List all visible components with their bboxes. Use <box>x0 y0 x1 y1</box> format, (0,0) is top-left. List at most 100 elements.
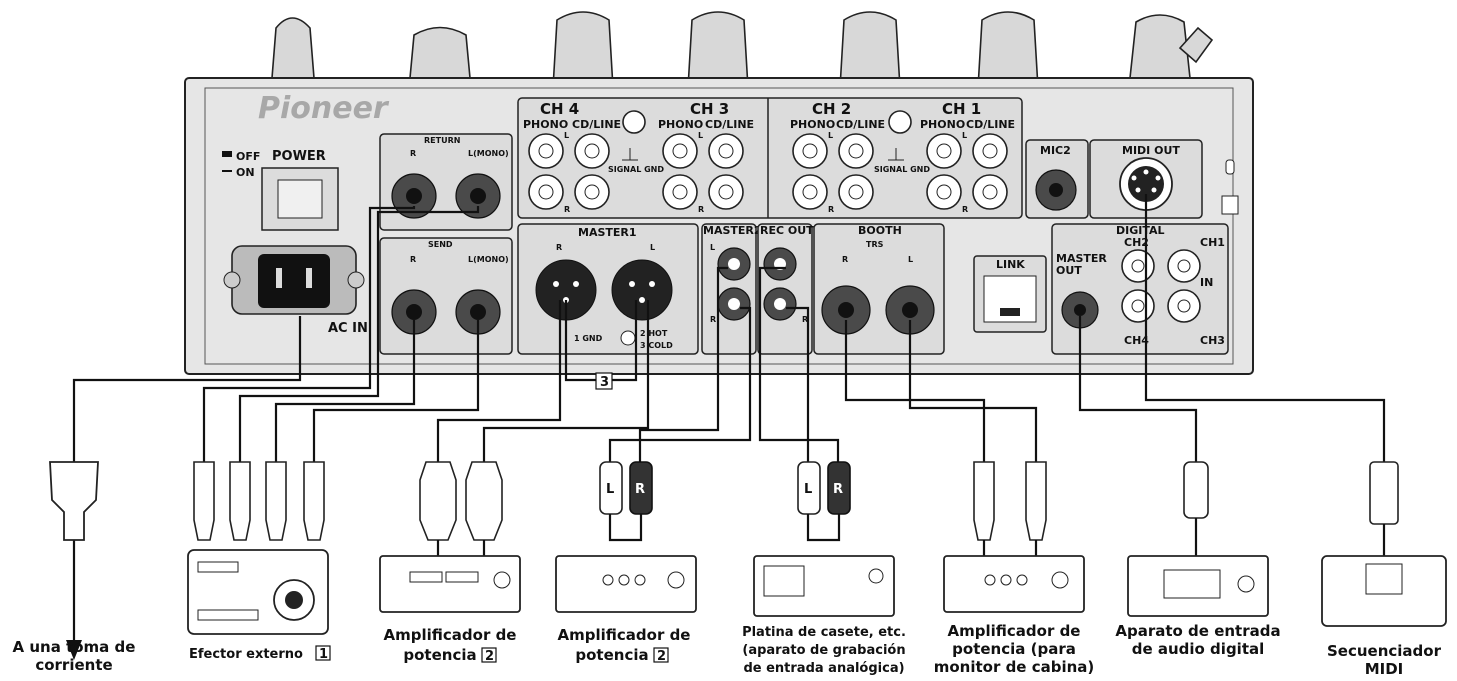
plug-l-amp2: L <box>606 482 614 497</box>
send-r-label: R <box>410 255 416 264</box>
ch1-phono-label: PHONO <box>920 118 965 131</box>
mic-midi-block: MIC2 MIDI OUT <box>1025 139 1239 219</box>
amp3-label-3: monitor de cabina) <box>934 658 1095 676</box>
link-port-block: LINK <box>973 255 1047 333</box>
digital-ch2-label: CH2 <box>1124 236 1149 249</box>
send-l-label: L(MONO) <box>468 255 509 264</box>
return-l-label: L(MONO) <box>468 149 509 158</box>
power-on-label: ON <box>236 166 255 179</box>
power-title: POWER <box>272 149 326 164</box>
ch2-label: CH 2 <box>812 100 851 118</box>
ch4-l-label: L <box>564 131 569 140</box>
digital-in-label: IN <box>1200 276 1213 289</box>
amp1-device <box>379 555 521 613</box>
digital-ch3-label: CH3 <box>1200 334 1225 347</box>
sequencer-label-1: Secuenciador <box>1327 642 1442 660</box>
kensington-lock-icon <box>1221 195 1239 215</box>
plug-l-cassette: L <box>804 482 812 497</box>
rec-out-r-label: R <box>802 315 808 324</box>
top-knobs <box>271 11 1214 89</box>
plug-r-cassette: R <box>833 482 843 497</box>
master-out-label-2: OUT <box>1056 264 1082 277</box>
devices <box>187 514 1447 635</box>
ch2-cdline-label: CD/LINE <box>836 118 885 131</box>
booth-label: BOOTH <box>858 224 902 237</box>
amp1-label-1: Amplificador de <box>384 626 517 644</box>
digital-in-label-2: de audio digital <box>1132 640 1265 658</box>
ch3-cdline-label: CD/LINE <box>705 118 754 131</box>
return-send-block: RETURN R L(MONO) SEND R L(MONO) <box>379 133 513 355</box>
outlet-label-2: corriente <box>35 656 112 674</box>
send-title: SEND <box>428 240 453 249</box>
ch1-l-label: L <box>962 131 967 140</box>
amp1-label-2: potencia <box>403 646 476 664</box>
ch4-ch3-gnd-screw <box>622 110 646 134</box>
ch4-r-label: R <box>564 205 570 214</box>
master1-label: MASTER1 <box>578 226 637 239</box>
power-switch-area: OFF ON POWER <box>222 149 339 231</box>
xlr-hot-label: 2 HOT <box>640 329 668 338</box>
sequencer-label-2: MIDI <box>1365 660 1404 678</box>
amp1-note: 2 <box>485 649 494 664</box>
ch1-label: CH 1 <box>942 100 981 118</box>
device-labels: A una toma de corriente Efector externo … <box>13 622 1442 678</box>
digital-ch4-label: CH4 <box>1124 334 1149 347</box>
cassette-label-1: Platina de casete, etc. <box>742 625 906 640</box>
ch2-l-label: L <box>828 131 833 140</box>
master2-l-label: L <box>710 243 715 252</box>
ch3-label: CH 3 <box>690 100 729 118</box>
plugs <box>49 461 1399 541</box>
ch2-phono-label: PHONO <box>790 118 835 131</box>
ch21-signal-gnd-label: SIGNAL GND <box>874 165 930 174</box>
amp3-device <box>943 555 1085 613</box>
cassette-label-2: (aparato de grabación <box>742 643 905 658</box>
master1-l-label: L <box>650 243 655 252</box>
ac-in-socket: AC IN <box>223 245 368 336</box>
master-out-label-1: MASTER <box>1056 252 1107 265</box>
booth-r-label: R <box>842 255 848 264</box>
effector-label: Efector externo <box>189 647 303 662</box>
ac-in-label: AC IN <box>328 321 368 336</box>
amp2-label-1: Amplificador de <box>558 626 691 644</box>
amp2-label-2: potencia <box>575 646 648 664</box>
midi-out-label: MIDI OUT <box>1122 144 1180 157</box>
ch4-label: CH 4 <box>540 100 579 118</box>
ch1-r-label: R <box>962 205 968 214</box>
amp3-label-1: Amplificador de <box>948 622 1081 640</box>
mic2-label: MIC2 <box>1040 144 1071 157</box>
cassette-label-3: de entrada analógica) <box>743 661 904 676</box>
note-3-label: 3 <box>600 375 609 390</box>
amp2-note: 2 <box>657 649 666 664</box>
note-3-box <box>595 372 613 390</box>
ch3-l-label: L <box>698 131 703 140</box>
plug-r-amp2: R <box>635 482 645 497</box>
master2-label: MASTER2 <box>703 224 762 237</box>
xlr-gnd-label: 1 GND <box>574 334 603 343</box>
xlr-cold-label: 3 COLD <box>640 341 673 350</box>
digital-label: DIGITAL <box>1116 224 1165 237</box>
ch3-r-label: R <box>698 205 704 214</box>
booth-trs-label: TRS <box>866 240 884 249</box>
amp3-label-2: potencia (para <box>952 640 1076 658</box>
ch4-phono-label: PHONO <box>523 118 568 131</box>
rec-out-label: REC OUT <box>760 224 814 237</box>
rca-jacks-channels <box>528 133 1008 210</box>
ch2-r-label: R <box>828 205 834 214</box>
ch4-cdline-label: CD/LINE <box>572 118 621 131</box>
digital-ch1-label: CH1 <box>1200 236 1225 249</box>
power-off-label: OFF <box>236 150 260 163</box>
master2-r-label: R <box>710 315 716 324</box>
master1-l-xlr[interactable] <box>611 259 673 321</box>
digital-in-label-1: Aparato de entrada <box>1115 622 1280 640</box>
output-row: MASTER1 R L 1 GND 2 HOT 3 COLD MASTER2 L… <box>517 223 945 355</box>
digital-block: DIGITAL MASTER OUT CH2 CH1 IN CH4 CH3 <box>1051 223 1229 355</box>
link-label: LINK <box>996 258 1025 271</box>
return-title: RETURN <box>424 136 460 145</box>
ch2-ch1-gnd-screw <box>888 110 912 134</box>
master1-r-label: R <box>556 243 562 252</box>
channel-inputs: CH 4 CH 3 CH 2 CH 1 PHONO CD/LINE PHONO … <box>517 97 1023 219</box>
booth-l-label: L <box>908 255 913 264</box>
ch3-phono-label: PHONO <box>658 118 703 131</box>
